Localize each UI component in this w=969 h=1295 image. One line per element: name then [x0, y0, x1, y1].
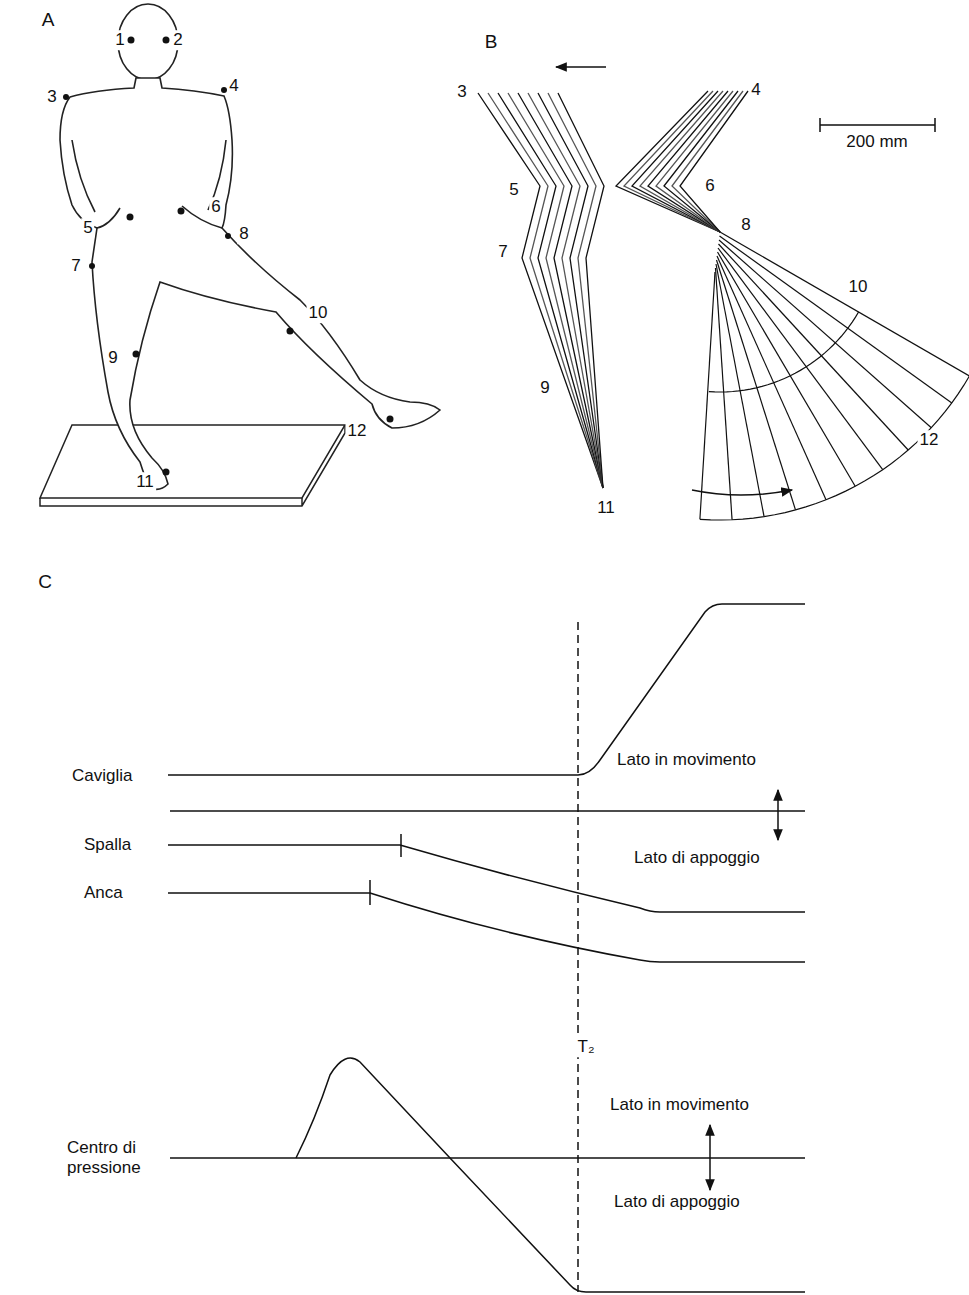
swing-leg-trace	[718, 248, 883, 470]
swing-leg-trace	[719, 244, 909, 450]
marker-dot	[89, 263, 95, 269]
direction-arrow	[556, 66, 606, 68]
callout-number: 5	[507, 180, 520, 200]
stance-leg-trace	[548, 93, 603, 488]
swing-leg-trace	[720, 232, 969, 376]
callout-number: 6	[209, 197, 222, 217]
callout-number: 9	[106, 348, 119, 368]
stance-leg-trace	[558, 93, 604, 488]
swing-leg-trace	[720, 236, 952, 403]
head	[118, 4, 178, 80]
callout-number: 5	[81, 218, 94, 238]
stance-leg-trace	[528, 93, 603, 488]
callout-number: 1	[113, 30, 126, 50]
trunk-trace	[680, 91, 748, 232]
stance-leg-trace	[478, 93, 603, 488]
direction-arrow	[709, 1125, 711, 1190]
panel-c-traces	[168, 604, 805, 1292]
marker-dot	[133, 351, 140, 358]
shoulder-trace	[168, 845, 805, 912]
marker-dot	[387, 416, 394, 423]
ankle-trace	[168, 604, 805, 775]
callout-number: 11	[595, 498, 617, 518]
marker-dots	[63, 37, 394, 476]
stance-leg-trace	[498, 93, 603, 488]
swing-leg-trace	[718, 252, 856, 486]
panel-letter: A	[40, 9, 57, 31]
axis-label: Lato di appoggio	[632, 848, 762, 868]
axis-label: Spalla	[82, 835, 133, 855]
axis-label: 200 mm	[844, 132, 909, 152]
joint-arc	[700, 376, 969, 520]
axis-label: Lato di appoggio	[612, 1192, 742, 1212]
marker-dot	[287, 328, 294, 335]
t2-dashed-line	[577, 622, 579, 1292]
onset-tick	[369, 880, 371, 905]
force-platform	[40, 425, 345, 506]
callout-number: 8	[237, 224, 250, 244]
marker-dot	[225, 233, 231, 239]
human-figure	[60, 4, 440, 489]
swing-leg-trace	[719, 240, 931, 428]
stance-leg-trace	[518, 93, 603, 488]
swing-leg-trace	[717, 256, 826, 500]
axis-label: Caviglia	[70, 766, 134, 786]
panel-letter: C	[36, 571, 54, 593]
callout-number: 2	[171, 30, 184, 50]
callout-number: 6	[703, 176, 716, 196]
pressure-trace	[296, 1058, 805, 1292]
scale-bar	[820, 118, 935, 132]
callout-number: 12	[918, 430, 941, 450]
marker-dot	[221, 87, 227, 93]
platform-side	[40, 425, 345, 506]
axis-label: Centro di pressione	[65, 1138, 159, 1177]
axis-label: Lato in movimento	[608, 1095, 751, 1115]
callout-number: 10	[847, 277, 870, 297]
swing-leg-trace	[700, 272, 715, 519]
stance-leg-trace	[488, 93, 603, 488]
platform-top	[40, 425, 345, 498]
marker-dot	[128, 37, 135, 44]
marker-dot	[163, 37, 170, 44]
hand-line	[97, 206, 222, 228]
marker-dot	[178, 208, 185, 215]
stance-leg-trace	[538, 93, 603, 488]
callout-number: 8	[739, 215, 752, 235]
stance-leg-trace	[508, 93, 603, 488]
direction-arrow	[692, 490, 792, 495]
marker-dot	[63, 94, 69, 100]
direction-arrow	[777, 790, 779, 840]
baseline	[170, 810, 805, 812]
panel-b-marks	[556, 67, 935, 495]
callout-number: 7	[69, 256, 82, 276]
joint-arc	[709, 312, 859, 392]
callout-number: 3	[45, 87, 58, 107]
hip-trace	[168, 893, 805, 962]
arm-line	[72, 140, 226, 212]
callout-number: 10	[307, 303, 330, 323]
axis-label: Lato in movimento	[615, 750, 758, 770]
trunk-trace	[624, 91, 720, 232]
callout-number: 9	[538, 378, 551, 398]
callout-number: 11	[134, 472, 156, 492]
callout-number: 4	[749, 80, 762, 100]
callout-number: 7	[496, 242, 509, 262]
panel-letter: B	[483, 31, 500, 53]
marker-dot	[127, 214, 134, 221]
callout-number: 3	[455, 82, 468, 102]
onset-tick	[400, 834, 402, 857]
marker-dot	[163, 469, 170, 476]
axis-label: Anca	[82, 883, 125, 903]
callout-number: 4	[227, 76, 240, 96]
body-outline	[60, 78, 440, 489]
axis-label: T₂	[576, 1037, 597, 1057]
callout-number: 12	[346, 421, 369, 441]
stick-figure-traces	[478, 91, 969, 520]
